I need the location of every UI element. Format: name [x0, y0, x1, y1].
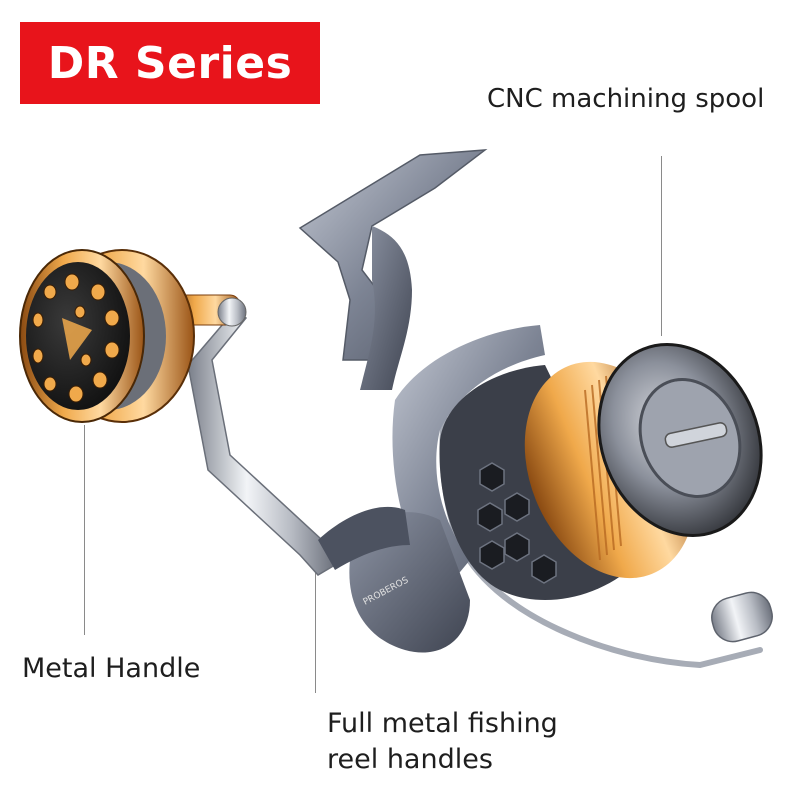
drag-knob-grip [664, 422, 728, 448]
guide-line-full-metal [315, 548, 316, 693]
callout-full-metal-label: Full metal fishing reel handles [327, 706, 558, 778]
handle-knob-holes [32, 273, 120, 403]
guide-line-spool [661, 156, 662, 336]
callout-full-metal-line1: Full metal fishing [327, 708, 558, 739]
series-title: DR Series [47, 37, 293, 89]
handle-joint [318, 506, 410, 570]
rotor-hex-pattern [477, 462, 557, 584]
callout-spool-label: CNC machining spool [487, 84, 765, 114]
handle-arm [187, 308, 336, 576]
guide-line-metal-handle [84, 425, 85, 635]
callout-metal-handle-label: Metal Handle [22, 653, 201, 684]
line-roller [711, 591, 773, 643]
series-badge: DR Series [20, 22, 320, 104]
handle-knob-logo [62, 318, 92, 360]
reel-stem [360, 226, 412, 390]
callout-full-metal-line2: reel handles [327, 744, 493, 775]
handle-pivot [217, 297, 247, 327]
